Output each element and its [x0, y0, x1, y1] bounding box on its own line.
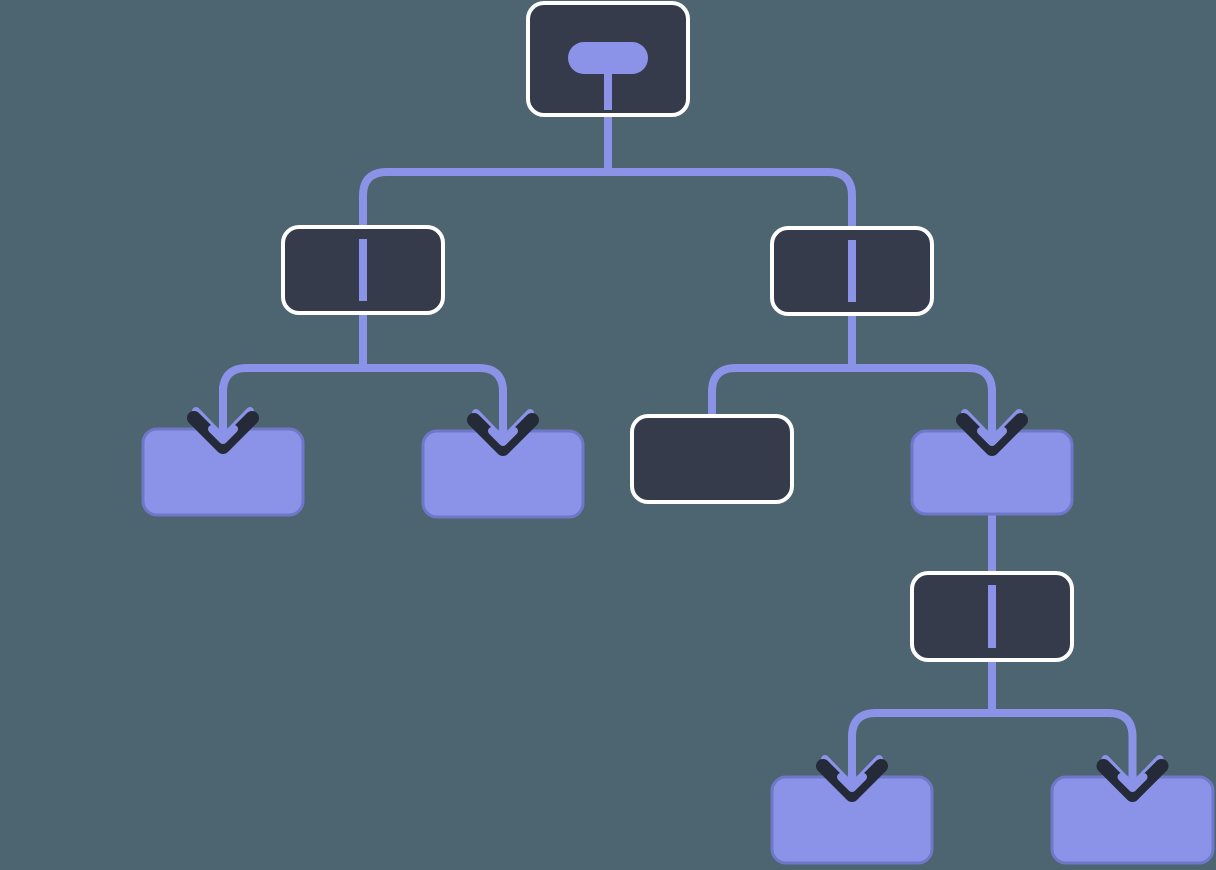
arrow-head: [488, 427, 518, 446]
connector-root-to-l2-left: [359, 108, 612, 230]
chevron-arrow-icon: [187, 383, 259, 454]
arrow-dark-chevron: [1096, 759, 1169, 802]
connector-layer: [219, 108, 1137, 771]
arrow-dark-chevron: [187, 411, 259, 454]
arrow-head: [1117, 773, 1148, 792]
connector-l2-right-to-l3-dark: [708, 307, 856, 419]
chevron-arrow-icon: [956, 385, 1028, 456]
chevron-arrow-icon: [1096, 731, 1169, 802]
arrow-dark-chevron: [467, 413, 539, 456]
node-l3-dark[interactable]: [630, 414, 794, 504]
arrow-head: [208, 425, 238, 444]
root-pill-icon: [568, 42, 648, 74]
arrow-head: [977, 427, 1007, 446]
decoration-layer: [359, 42, 996, 648]
arrow-dark-chevron: [816, 759, 888, 802]
chevron-arrow-icon: [467, 385, 539, 456]
node-layer: [141, 1, 1215, 865]
chevron-arrow-icon: [816, 731, 888, 802]
arrow-head: [837, 773, 867, 792]
arrow-layer: [187, 383, 1169, 802]
connector-root-to-l2-right: [604, 108, 856, 231]
arrow-dark-chevron: [956, 413, 1028, 456]
